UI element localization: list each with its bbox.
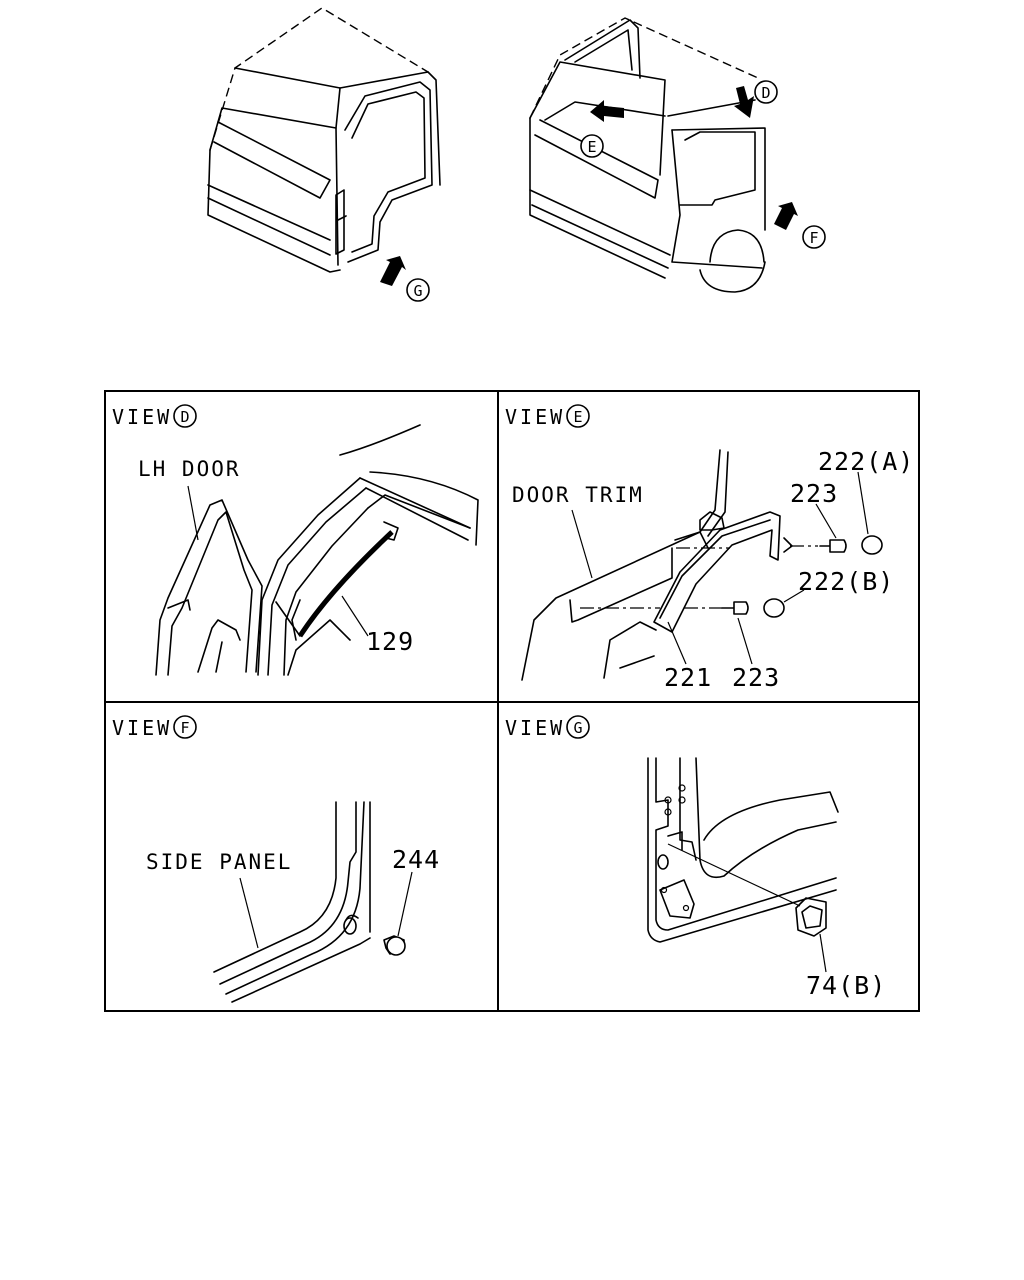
cab-overview-left <box>207 7 441 273</box>
marker-d-overview: D <box>761 84 770 102</box>
door-trim-label: DOOR TRIM <box>512 483 644 507</box>
cab-overview-right <box>529 17 766 293</box>
panel-view-e: VIEW E DOOR TRIM 222(A) 223 222(B) <box>505 404 914 692</box>
panel-view-d: VIEW D LH DOOR 129 <box>112 404 479 676</box>
view-f-title: VIEW <box>112 716 172 740</box>
view-g-title: VIEW <box>505 716 565 740</box>
callout-129: 129 <box>366 627 414 656</box>
callout-222a: 222(A) <box>818 447 914 476</box>
marker-f-overview: F <box>809 229 818 247</box>
view-f-marker: F <box>180 719 189 737</box>
marker-g-overview: G <box>413 282 422 300</box>
arrow-d: D <box>734 80 778 118</box>
callout-223-lower: 223 <box>732 663 780 692</box>
view-g-marker: G <box>573 719 582 737</box>
callout-244: 244 <box>392 845 440 874</box>
arrow-g: G <box>380 256 430 302</box>
callout-223-upper: 223 <box>790 479 838 508</box>
callout-221: 221 <box>664 663 712 692</box>
panel-view-g: VIEW G 74(B) <box>505 715 886 1000</box>
arrow-e: E <box>580 100 624 158</box>
side-panel-label: SIDE PANEL <box>146 850 292 874</box>
marker-e-overview: E <box>587 138 596 156</box>
view-grid <box>104 390 920 1012</box>
arrow-f: F <box>774 202 826 249</box>
view-e-marker: E <box>573 408 582 426</box>
view-e-title: VIEW <box>505 405 565 429</box>
lh-door-label: LH DOOR <box>138 457 241 481</box>
callout-222b: 222(B) <box>798 567 894 596</box>
panel-view-f: VIEW F SIDE PANEL 244 <box>112 715 440 1003</box>
view-d-title: VIEW <box>112 405 172 429</box>
view-d-marker: D <box>180 408 189 426</box>
callout-74b: 74(B) <box>806 971 886 1000</box>
